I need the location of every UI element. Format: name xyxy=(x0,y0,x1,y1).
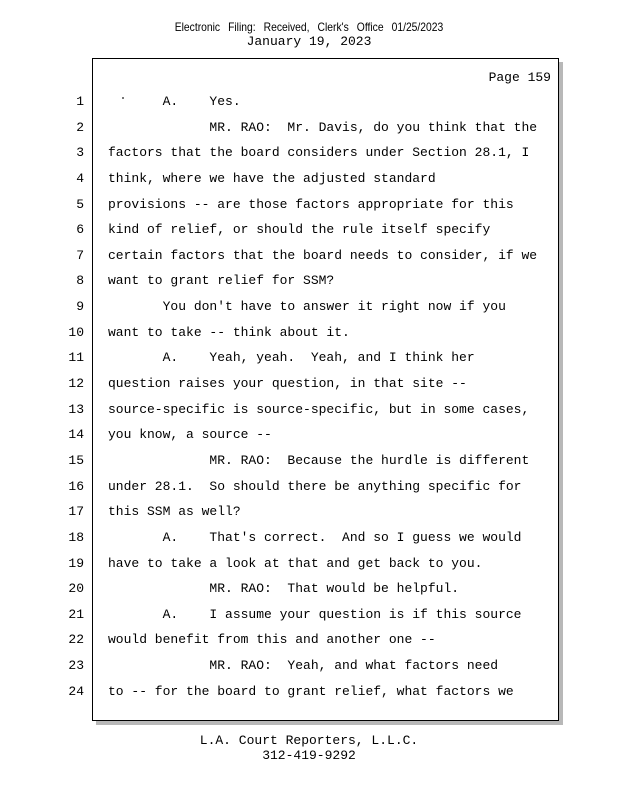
line-number: 16 xyxy=(68,478,84,494)
line-text: MR. RAO: That would be helpful. xyxy=(108,581,460,597)
transcript-line: 12 question raises your question, in that… xyxy=(0,371,560,397)
transcript-line: 23 MR. RAO: Yeah, and what factors need xyxy=(0,653,560,679)
line-number: 8 xyxy=(76,273,84,289)
line-text: A. I assume your question is if this sou… xyxy=(108,606,522,622)
transcript-line: 21 A. I assume your question is if this … xyxy=(0,602,560,628)
page-number: Page 159 xyxy=(488,70,551,85)
line-text: A. That's correct. And so I guess we wou… xyxy=(108,529,522,545)
transcript-line: 14 you know, a source -- xyxy=(0,422,560,448)
transcript-line: 19 have to take a look at that and get ba… xyxy=(0,551,560,577)
transcript-line: 16 under 28.1. So should there be anythin… xyxy=(0,474,560,500)
line-number: 19 xyxy=(68,555,84,571)
line-text: MR. RAO: Yeah, and what factors need xyxy=(108,658,499,674)
transcript-line: 9 You don't have to answer it right now … xyxy=(0,294,560,320)
line-number: 13 xyxy=(68,401,84,417)
line-number: 1 xyxy=(76,94,84,109)
line-text: A. Yeah, yeah. Yeah, and I think her xyxy=(108,350,475,366)
line-text: provisions -- are those factors appropri… xyxy=(108,196,514,212)
line-number: 18 xyxy=(68,529,84,545)
line-text: you know, a source -- xyxy=(108,427,272,443)
line-text: question raises your question, in that s… xyxy=(108,376,467,392)
line-text: MR. RAO: Mr. Davis, do you think that th… xyxy=(108,119,538,135)
transcript-line: 8 want to grant relief for SSM? xyxy=(0,268,560,294)
line-number: 20 xyxy=(68,581,84,597)
transcript-line: 10 want to take -- think about it. xyxy=(0,320,560,346)
transcript-line: 15 MR. RAO: Because the hurdle is differ… xyxy=(0,448,560,474)
line-text: source-specific is source-specific, but … xyxy=(108,401,530,417)
reporter-phone: 312-419-9292 xyxy=(262,748,356,763)
transcript-line: 4 think, where we have the adjusted stand… xyxy=(0,166,560,192)
line-number: 6 xyxy=(76,222,84,238)
line-text: You don't have to answer it right now if… xyxy=(108,299,506,315)
line-number: 22 xyxy=(68,632,84,648)
line-number: 17 xyxy=(68,504,84,520)
line-text: A. Yes. xyxy=(108,94,241,109)
line-text: certain factors that the board needs to … xyxy=(108,247,538,263)
transcript-line: 1 A. Yes. xyxy=(0,89,560,115)
line-number: 9 xyxy=(76,299,84,315)
reporter-company: L.A. Court Reporters, L.L.C. xyxy=(199,733,419,748)
line-text: would benefit from this and another one … xyxy=(108,632,436,648)
line-number: 4 xyxy=(76,170,84,186)
stray-mark xyxy=(122,97,124,99)
line-number: 14 xyxy=(68,427,84,443)
transcript-line: 20 MR. RAO: That would be helpful. xyxy=(0,576,560,602)
line-text: MR. RAO: Because the hurdle is different xyxy=(108,452,530,468)
line-text: want to take -- think about it. xyxy=(108,324,350,340)
transcript-line: 22 would benefit from this and another on… xyxy=(0,627,560,653)
line-text: want to grant relief for SSM? xyxy=(108,273,335,289)
line-text: to -- for the board to grant relief, wha… xyxy=(108,683,514,699)
line-number: 12 xyxy=(68,376,84,392)
line-text: think, where we have the adjusted standa… xyxy=(108,170,436,186)
footer: L.A. Court Reporters, L.L.C. 312-419-929… xyxy=(0,733,618,763)
transcript-date: January 19, 2023 xyxy=(246,34,372,49)
transcript-line: 24 to -- for the board to grant relief, w… xyxy=(0,679,560,705)
transcript-line: 7 certain factors that the board needs to… xyxy=(0,243,560,269)
line-text: kind of relief, or should the rule itsel… xyxy=(108,222,491,238)
line-number: 21 xyxy=(68,606,84,622)
transcript-line: 6 kind of relief, or should the rule itse… xyxy=(0,217,560,243)
line-text: under 28.1. So should there be anything … xyxy=(108,478,522,494)
transcript-line: 11 A. Yeah, yeah. Yeah, and I think her xyxy=(0,345,560,371)
line-number: 7 xyxy=(76,247,84,263)
line-text: this SSM as well? xyxy=(108,504,241,520)
line-number: 5 xyxy=(76,196,84,212)
line-number: 11 xyxy=(68,350,84,366)
line-number: 23 xyxy=(68,658,84,674)
transcript-lines: 1 A. Yes.2 MR. RAO: Mr. Davis, do you th… xyxy=(0,89,560,704)
filing-stamp: Electronic Filing: Received, Clerk's Off… xyxy=(174,20,444,34)
line-number: 10 xyxy=(68,324,84,340)
line-text: factors that the board considers under S… xyxy=(108,145,530,161)
transcript-line: 17 this SSM as well? xyxy=(0,499,560,525)
transcript-line: 18 A. That's correct. And so I guess we … xyxy=(0,525,560,551)
transcript-line: 13 source-specific is source-specific, bu… xyxy=(0,397,560,423)
line-number: 24 xyxy=(68,683,84,699)
transcript-line: 2 MR. RAO: Mr. Davis, do you think that … xyxy=(0,115,560,141)
line-number: 2 xyxy=(76,119,84,135)
line-number: 3 xyxy=(76,145,84,161)
line-text: have to take a look at that and get back… xyxy=(108,555,483,571)
transcript-line: 5 provisions -- are those factors appropr… xyxy=(0,192,560,218)
transcript-line: 3 factors that the board considers under … xyxy=(0,140,560,166)
line-number: 15 xyxy=(68,452,84,468)
transcript-page-frame xyxy=(92,58,559,721)
